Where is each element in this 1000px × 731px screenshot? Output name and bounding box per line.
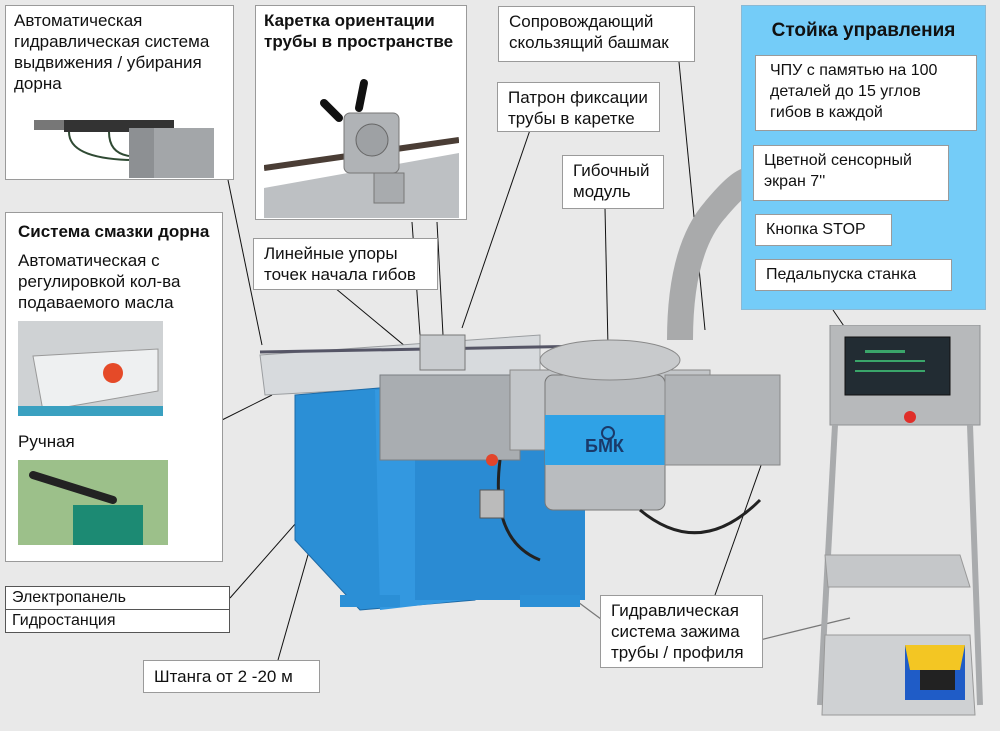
- auto-lubrication-photo: [18, 321, 163, 416]
- control-stand-title: Стойка управления: [771, 20, 956, 41]
- callout-line: система зажима: [611, 622, 740, 641]
- callout-line: точек начала гибов: [264, 265, 416, 284]
- control-stand-panel: Стойка управления ЧПУ с памятью на 100 д…: [741, 5, 986, 310]
- control-item-text: ЧПУ с памятью на 100 деталей до 15 углов…: [770, 62, 938, 121]
- callout-line: модуль: [573, 182, 631, 201]
- callout-text: Гидростанция: [12, 612, 116, 629]
- mandrel-cylinder-photo: [34, 120, 214, 178]
- callout-line: Гибочный: [573, 161, 650, 180]
- control-item-touchscreen: Цветной сенсорный экран 7'': [753, 145, 949, 201]
- control-item-cnc: ЧПУ с памятью на 100 деталей до 15 углов…: [755, 55, 977, 131]
- brand-logo: БМК: [585, 436, 625, 456]
- control-item-text: Педальпуска станка: [766, 266, 917, 283]
- callout-line: Сопровождающий: [509, 12, 654, 31]
- callout-line: трубы в каретке: [508, 109, 635, 128]
- callout-line: скользящий башмак: [509, 33, 669, 52]
- callout-carriage-orientation: Каретка ориентации трубы в пространстве: [255, 5, 467, 220]
- callout-rod-length: Штанга от 2 -20 м: [143, 660, 320, 693]
- callout-text: Автоматическая гидравлическая система вы…: [14, 11, 210, 93]
- callout-line: Патрон фиксации: [508, 88, 648, 107]
- control-item-stop-button: Кнопка STOP: [755, 214, 892, 246]
- callout-mandrel-hydraulic: Автоматическая гидравлическая система вы…: [5, 5, 234, 180]
- callout-lubrication-system: Системa смазки дорна Автоматическая с ре…: [5, 212, 223, 562]
- lubrication-auto-text: Автоматическая с регулировкой кол-ва под…: [18, 251, 181, 312]
- pipe-bending-machine-illustration: БМК: [259, 167, 781, 611]
- callout-sliding-shoe: Сопровождающий скользящий башмак: [498, 6, 695, 62]
- manual-lubrication-photo: [18, 460, 168, 545]
- callout-linear-stops: Линейные упоры точек начала гибов: [253, 238, 438, 290]
- control-stand-illustration: [817, 325, 983, 716]
- callout-line: трубы / профиля: [611, 643, 744, 662]
- callout-clamp-hydraulics: Гидравлическая система зажима трубы / пр…: [600, 595, 763, 668]
- callout-text: Штанга от 2 -20 м: [154, 667, 293, 686]
- callout-text: Электропанель: [12, 589, 126, 606]
- callout-line: Гидравлическая: [611, 601, 739, 620]
- lubrication-manual-text: Ручная: [18, 432, 75, 451]
- callout-title: Каретка ориентации трубы в пространстве: [264, 11, 454, 51]
- callout-electric-panel: Электропанель: [5, 586, 230, 610]
- control-item-text: Кнопка STOP: [766, 221, 866, 238]
- callout-line: Линейные упоры: [264, 244, 398, 263]
- callout-hydraulic-station: Гидростанция: [5, 609, 230, 633]
- lubrication-title: Системa смазки дорна: [18, 222, 210, 241]
- carriage-photo: [263, 79, 460, 218]
- control-item-start-pedal: Педальпуска станка: [755, 259, 952, 291]
- control-item-text: Цветной сенсорный экран 7'': [764, 152, 912, 190]
- callout-chuck: Патрон фиксации трубы в каретке: [497, 82, 660, 132]
- callout-bending-module: Гибочный модуль: [562, 155, 664, 209]
